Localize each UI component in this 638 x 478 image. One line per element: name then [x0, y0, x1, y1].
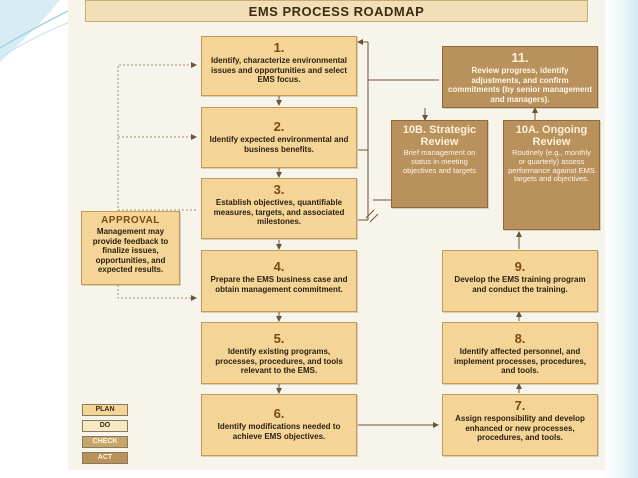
step-text: Identify expected environmental and busi… — [209, 135, 349, 154]
step-7-box: 7. Assign responsibility and develop enh… — [442, 394, 598, 456]
legend-do: DO — [82, 420, 128, 432]
step-number: 1. — [273, 40, 285, 55]
legend-act: ACT — [82, 452, 128, 464]
right-edge-decoration — [604, 0, 638, 478]
step-4-box: 4. Prepare the EMS business case and obt… — [201, 250, 357, 312]
step-5-box: 5. Identify existing programs, processes… — [201, 322, 357, 384]
approval-heading: APPROVAL — [101, 215, 160, 226]
step-text: Establish objectives, quantifiable measu… — [213, 198, 345, 226]
step-10b-box: 10B. Strategic Review Brief management o… — [391, 120, 488, 208]
step-number: 7. — [514, 398, 526, 413]
step-1-box: 1. Identify, characterize environmental … — [201, 36, 357, 96]
step-text: Identify modifications needed to achieve… — [217, 422, 341, 441]
step-number: 11. — [511, 50, 529, 65]
step-text: Identify affected personnel, and impleme… — [453, 347, 587, 375]
step-11-box: 11. Review progress, identify adjustment… — [442, 46, 598, 108]
step-number: 5. — [273, 331, 285, 346]
step-text: Brief management on status in meeting ob… — [403, 148, 476, 175]
step-text: Develop the EMS training program and con… — [454, 275, 586, 294]
step-text: Routinely (e.g., monthly or quarterly) a… — [508, 148, 595, 184]
step-9-box: 9. Develop the EMS training program and … — [442, 250, 598, 312]
step-number: 8. — [514, 331, 526, 346]
step-number: 2. — [273, 119, 285, 134]
approval-text: Management may provide feedback to final… — [92, 227, 169, 274]
diagram-title: EMS PROCESS ROADMAP — [85, 0, 588, 22]
step-8-box: 8. Identify affected personnel, and impl… — [442, 322, 598, 384]
step-heading: 10B. Strategic Review — [402, 124, 477, 148]
step-text: Review progress, identify adjustments, a… — [447, 66, 593, 104]
step-text: Prepare the EMS business case and obtain… — [210, 275, 348, 294]
step-6-box: 6. Identify modifications needed to achi… — [201, 394, 357, 456]
step-text: Assign responsibility and develop enhanc… — [455, 414, 585, 442]
step-2-box: 2. Identify expected environmental and b… — [201, 107, 357, 168]
approval-box: APPROVAL Management may provide feedback… — [81, 211, 180, 285]
roadmap-diagram: EMS PROCESS ROADMAP 1. Identify, charact… — [68, 0, 605, 470]
step-number: 3. — [273, 182, 285, 197]
legend-check: CHECK — [82, 436, 128, 448]
step-text: Identify, characterize environmental iss… — [210, 56, 348, 84]
step-3-box: 3. Establish objectives, quantifiable me… — [201, 178, 357, 239]
step-number: 6. — [273, 406, 285, 421]
step-number: 4. — [273, 259, 285, 274]
step-10a-box: 10A. Ongoing Review Routinely (e.g., mon… — [503, 120, 600, 230]
step-text: Identify existing programs, processes, p… — [215, 347, 343, 375]
step-heading: 10A. Ongoing Review — [515, 124, 588, 148]
step-number: 9. — [514, 259, 526, 274]
legend-plan: PLAN — [82, 404, 128, 416]
